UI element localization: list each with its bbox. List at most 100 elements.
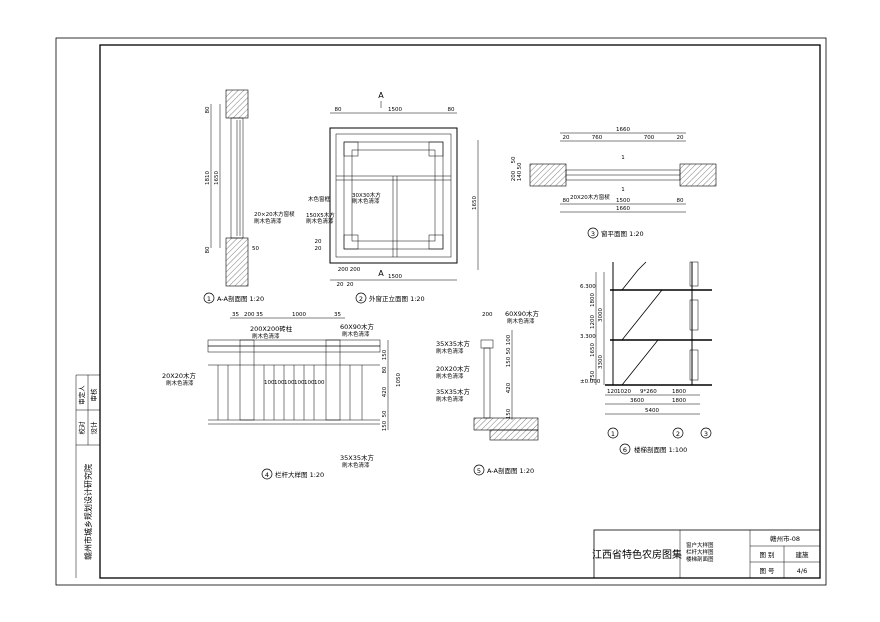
win-note-1: 木色窗框 [308, 195, 331, 203]
side-field-2: 审核 [89, 388, 98, 402]
rail-dim-35-a: 35 [232, 312, 239, 318]
stair-axis-1: 1 [611, 430, 615, 438]
title-block: 江西省特色农房图集 窗户大样图 栏杆大样图 楼梯剖面图 赣州市-08 图 别 建… [592, 529, 821, 579]
view-number-circle [355, 292, 367, 304]
win-dim-20-d: 20 [315, 246, 322, 252]
aa-dim-80-top: 80 [205, 106, 211, 113]
stair-level-2: 3.300 [580, 334, 596, 340]
svg-text:1: 1 [621, 155, 625, 161]
rail-dim-200: 200 [244, 312, 255, 318]
stair-dim-1650: 1650 [590, 343, 596, 357]
plan-dim-20-b: 20 [677, 135, 684, 141]
rs-dim-150-b: 150 [506, 408, 512, 419]
view-railing-section: 200 60X90木方 刷木色清漆 35X35木方 刷木色清漆 20X20木方 … [436, 309, 539, 476]
plan-view-number: 3 [591, 230, 595, 238]
view-window-elevation: A 1500 80 80 30X30木方 刷木色清漆 木色窗框 150X5木方 … [306, 91, 479, 304]
rail-dim-100-c: 100 [284, 380, 295, 386]
axis-circle [607, 427, 619, 439]
plan-dim-50-b: 50 [517, 162, 523, 169]
rail-dim-100-f: 100 [314, 380, 325, 386]
aa-dim-1810: 1810 [205, 171, 211, 185]
axis-circle [700, 427, 712, 439]
win-dim-200-b: 200 [350, 267, 361, 273]
rail-dim-80: 80 [382, 366, 388, 373]
region-code: 赣州市-08 [770, 534, 800, 543]
number-value: 4/6 [797, 567, 807, 575]
rail-dim-100-e: 100 [304, 380, 315, 386]
rs-note-2: 刷木色清漆 [507, 317, 535, 325]
plan-dim-1660-bottom: 1660 [616, 206, 630, 212]
svg-text:1: 1 [621, 187, 625, 193]
plan-dim-50: 50 [511, 156, 517, 163]
inner-border [99, 44, 821, 579]
stair-level-3: ±0.000 [580, 379, 601, 385]
rail-dim-1050: 1050 [396, 373, 402, 387]
plan-dim-200: 200 [511, 170, 517, 181]
stair-dim-1200: 1200 [590, 315, 596, 329]
rail-dim-1000: 1000 [292, 312, 306, 318]
left-title-strip: 审定人 审核 校对 设计 赣州市城乡规划设计研究院 [75, 374, 100, 578]
rs-dim-200: 200 [482, 312, 493, 318]
rs-dim-50: 50 [506, 347, 512, 354]
rs-title: A-A剖面图 1:20 [487, 466, 534, 475]
axis-circle [672, 427, 684, 439]
win-dim-20-c: 20 [315, 239, 322, 245]
stair-dim-120: 120 [607, 389, 618, 395]
plan-dim-700: 700 [644, 135, 655, 141]
rail-dim-100-d: 100 [294, 380, 305, 386]
rs-note-5: 20X20木方 [436, 364, 470, 373]
stair-axis-3: 3 [704, 430, 708, 438]
rail-note-8: 刷木色清漆 [342, 461, 370, 469]
aa-dim-80-bottom: 80 [205, 246, 211, 253]
side-field-4: 设计 [89, 421, 98, 435]
rail-note-4: 刷木色清漆 [342, 330, 370, 338]
plan-dim-760: 760 [592, 135, 603, 141]
rs-note-7: 35X35木方 [436, 387, 470, 396]
rail-note-7: 35X35木方 [340, 453, 374, 462]
stair-dim-3600: 3600 [630, 398, 644, 404]
view-number-circle [587, 227, 599, 239]
side-field-3: 校对 [77, 421, 86, 435]
rail-note-2: 刷木色清漆 [252, 332, 280, 340]
plan-dim-80-b: 80 [677, 198, 684, 204]
aa-dim-1650: 1650 [214, 171, 220, 185]
rail-dim-50: 50 [382, 410, 388, 417]
stair-dim-1800: 1800 [590, 293, 596, 307]
rail-note-1: 200X200砖柱 [250, 324, 293, 333]
stair-dim-3300: 3300 [598, 355, 604, 369]
win-dim-1500-top: 1500 [388, 107, 402, 113]
stair-title: 楼梯剖面图 1:100 [634, 445, 687, 454]
stair-level-1: 6.300 [580, 284, 596, 290]
view-number-circle [203, 292, 215, 304]
rail-dim-150: 150 [382, 349, 388, 360]
view-number-circle [619, 443, 631, 455]
section-marker-top: A [378, 91, 384, 100]
category-value: 建施 [796, 550, 810, 559]
win-note-5: 刷木色清漆 [306, 217, 334, 225]
section-marker-bottom: A [378, 269, 384, 278]
aa-title: A-A剖面图 1:20 [217, 294, 264, 303]
rail-dim-420: 420 [382, 386, 388, 397]
stair-dim-1800-b: 1800 [672, 398, 686, 404]
stair-axis-2: 2 [676, 430, 680, 438]
category-label: 图 别 [759, 550, 774, 559]
rs-note-6: 刷木色清漆 [436, 372, 464, 380]
view-stair-section: 6.300 3.300 ±0.000 1800 1200 3000 1650 3… [580, 261, 712, 455]
rs-dim-100: 100 [506, 334, 512, 345]
rail-dim-100-b: 100 [274, 380, 285, 386]
win-note-3: 刷木色清漆 [352, 197, 380, 205]
view-number-circle [473, 464, 485, 476]
rail-note-6: 刷木色清漆 [166, 379, 194, 387]
view-number-circle [261, 468, 273, 480]
win-view-number: 2 [359, 295, 363, 303]
plan-dim-140: 140 [517, 170, 523, 181]
rs-dim-150: 150 [506, 356, 512, 367]
view-aa-section: 80 1650 1810 80 50 20×20木方窗棂 刷木色清漆 1 A-A… [203, 89, 295, 304]
win-dim-80-right: 80 [448, 107, 455, 113]
rs-note-3: 35X35木方 [436, 339, 470, 348]
plan-dim-20-a: 20 [563, 135, 570, 141]
rail-note-3: 60X90木方 [340, 322, 374, 331]
aa-view-number: 1 [207, 295, 211, 303]
